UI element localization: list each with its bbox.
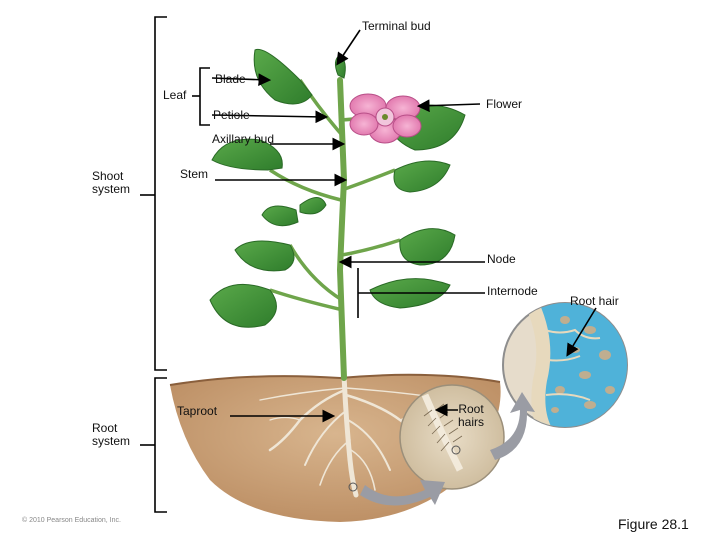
- label-axillary-bud: Axillary bud: [212, 132, 275, 146]
- brackets: [140, 16, 485, 513]
- label-root-system-line1: Root: [92, 421, 118, 435]
- label-node: Node: [487, 252, 516, 266]
- leader-lines: [211, 29, 597, 423]
- label-taproot: Taproot: [177, 404, 218, 418]
- figure-label: Figure 28.1: [618, 516, 689, 532]
- label-root-system-line2: system: [92, 434, 131, 448]
- label-root-hairs-inset: Root hairs: [458, 403, 484, 429]
- root-hair-inset-large: [502, 302, 628, 428]
- label-internode: Internode: [487, 284, 538, 298]
- label-flower: Flower: [486, 97, 523, 111]
- label-stem: Stem: [180, 167, 209, 181]
- label-root-hairs-line1: Root: [458, 402, 484, 416]
- label-blade: Blade: [215, 72, 246, 86]
- label-shoot-system-line1: Shoot: [92, 169, 124, 183]
- label-shoot-system-line2: system: [92, 182, 131, 196]
- flower-drawing: [349, 93, 422, 144]
- label-root-hair: Root hair: [570, 294, 619, 308]
- stem-drawing: [336, 77, 348, 381]
- magnify-arrows: [360, 392, 535, 506]
- label-shoot-system: Shoot system: [92, 170, 130, 196]
- label-petiole: Petiole: [213, 108, 250, 122]
- label-leaf: Leaf: [163, 88, 187, 102]
- label-terminal-bud: Terminal bud: [362, 19, 431, 33]
- label-root-hairs-line2: hairs: [458, 415, 485, 429]
- copyright-notice: © 2010 Pearson Education, Inc.: [22, 517, 121, 524]
- label-root-system: Root system: [92, 422, 130, 448]
- root-inset-small: [399, 384, 505, 490]
